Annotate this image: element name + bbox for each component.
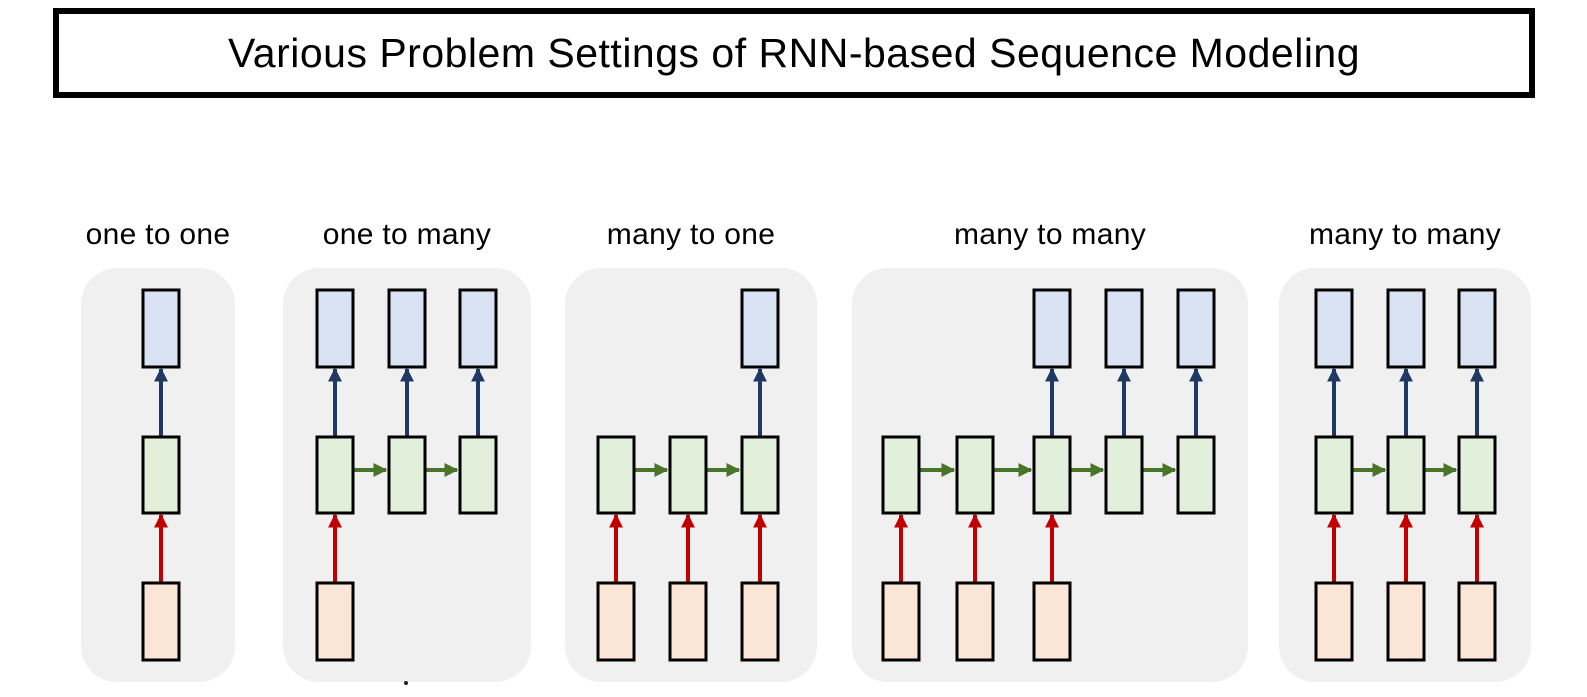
panel-label: many to one	[607, 218, 775, 251]
panel-label: one to one	[86, 218, 231, 251]
input-box	[740, 581, 780, 662]
input-box	[668, 581, 708, 662]
hidden-state-box	[596, 435, 636, 515]
output-box	[1032, 288, 1072, 369]
input-box	[955, 581, 995, 662]
hidden-state-box	[458, 435, 498, 515]
input-box	[1386, 581, 1426, 662]
hidden-state-box	[881, 435, 921, 515]
panel-many-to-many-4: many to many	[852, 218, 1248, 682]
panel-label: one to many	[323, 218, 491, 251]
input-box	[881, 581, 921, 662]
output-box	[1386, 288, 1426, 369]
input-box	[315, 581, 355, 662]
output-box	[387, 288, 427, 369]
hidden-state-box	[315, 435, 355, 515]
panel-one-to-many-2: one to many	[283, 218, 531, 682]
output-box	[315, 288, 355, 369]
panel-one-to-one-1: one to one	[81, 218, 235, 682]
panel-label: many to many	[954, 218, 1146, 251]
output-box	[740, 288, 780, 369]
hidden-state-box	[955, 435, 995, 515]
stray-dot-artifact	[404, 681, 408, 685]
hidden-state-box	[1104, 435, 1144, 515]
input-box	[1032, 581, 1072, 662]
output-box	[1314, 288, 1354, 369]
input-box	[141, 581, 181, 662]
hidden-state-box	[740, 435, 780, 515]
hidden-state-box	[141, 435, 181, 515]
input-box	[1314, 581, 1354, 662]
hidden-state-box	[1386, 435, 1426, 515]
output-box	[141, 288, 181, 369]
hidden-state-box	[387, 435, 427, 515]
panel-many-to-one-3: many to one	[565, 218, 817, 682]
panel-many-to-many-5: many to many	[1279, 218, 1531, 682]
input-box	[596, 581, 636, 662]
title-box: Various Problem Settings of RNN-based Se…	[53, 8, 1535, 98]
output-box	[458, 288, 498, 369]
panel-label: many to many	[1309, 218, 1501, 251]
output-box	[1104, 288, 1144, 369]
hidden-state-box	[668, 435, 708, 515]
hidden-state-box	[1314, 435, 1354, 515]
hidden-state-box	[1032, 435, 1072, 515]
diagram-title: Various Problem Settings of RNN-based Se…	[227, 29, 1361, 76]
input-box	[1457, 581, 1497, 662]
hidden-state-box	[1457, 435, 1497, 515]
output-box	[1176, 288, 1216, 369]
output-box	[1457, 288, 1497, 369]
hidden-state-box	[1176, 435, 1216, 515]
